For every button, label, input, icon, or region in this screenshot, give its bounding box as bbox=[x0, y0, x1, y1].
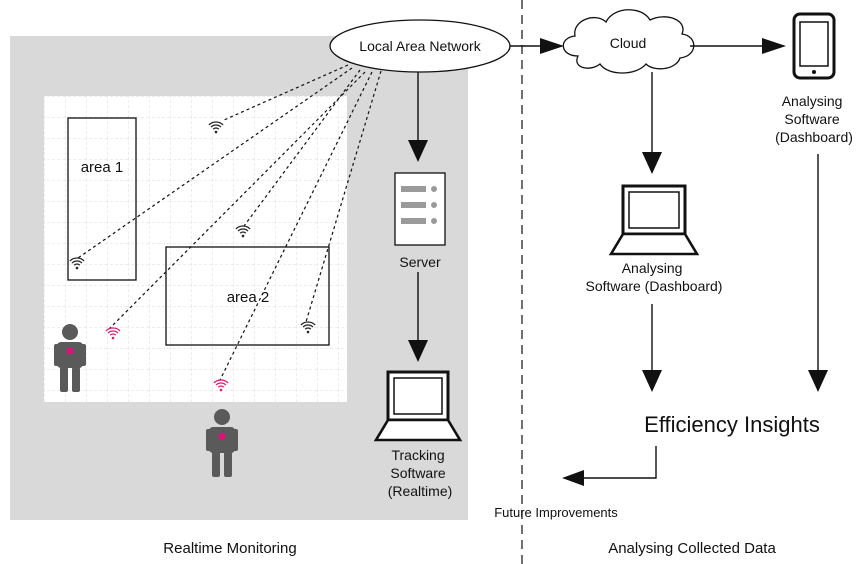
people bbox=[54, 324, 238, 477]
tracking-software-label: Tracking Software (Realtime) bbox=[388, 447, 453, 499]
beacons bbox=[69, 121, 316, 392]
area-1-box bbox=[67, 117, 137, 281]
analysing-laptop-label: Analysing Software (Dashboard) bbox=[586, 260, 723, 294]
person-icon bbox=[54, 324, 86, 392]
beacon-wifi-icon-pink bbox=[105, 327, 121, 340]
cloud-label: Cloud bbox=[610, 35, 647, 51]
server-icon bbox=[394, 172, 446, 246]
person-icon bbox=[206, 409, 238, 477]
beacon-wifi-icon bbox=[235, 225, 251, 238]
arrow-insights-to-future bbox=[584, 446, 657, 479]
beacon-wifi-icon bbox=[69, 257, 85, 270]
area-1-label: area 1 bbox=[81, 159, 124, 176]
area-2-label: area 2 bbox=[227, 289, 270, 306]
efficiency-insights-label: Efficiency Insights bbox=[644, 412, 820, 437]
beacon-wifi-icon-pink bbox=[213, 379, 229, 392]
lan-label: Local Area Network bbox=[359, 38, 481, 54]
beacon-wifi-icon bbox=[300, 321, 316, 334]
arrows bbox=[408, 38, 828, 486]
tablet-icon bbox=[792, 12, 836, 80]
analysing-laptop-icon bbox=[608, 184, 700, 256]
wireless-links bbox=[77, 64, 382, 381]
tracking-laptop-icon bbox=[373, 370, 463, 442]
floor-grid bbox=[44, 96, 347, 402]
server-label: Server bbox=[399, 254, 441, 270]
cloud-node bbox=[562, 9, 695, 74]
area-2-box bbox=[165, 246, 330, 346]
beacon-wifi-icon bbox=[208, 121, 224, 134]
section-label-left: Realtime Monitoring bbox=[163, 540, 296, 557]
section-label-right: Analysing Collected Data bbox=[608, 540, 776, 557]
analysing-tablet-label: Analysing Software (Dashboard) bbox=[775, 93, 853, 145]
future-improvements-label: Future Improvements bbox=[494, 505, 618, 520]
